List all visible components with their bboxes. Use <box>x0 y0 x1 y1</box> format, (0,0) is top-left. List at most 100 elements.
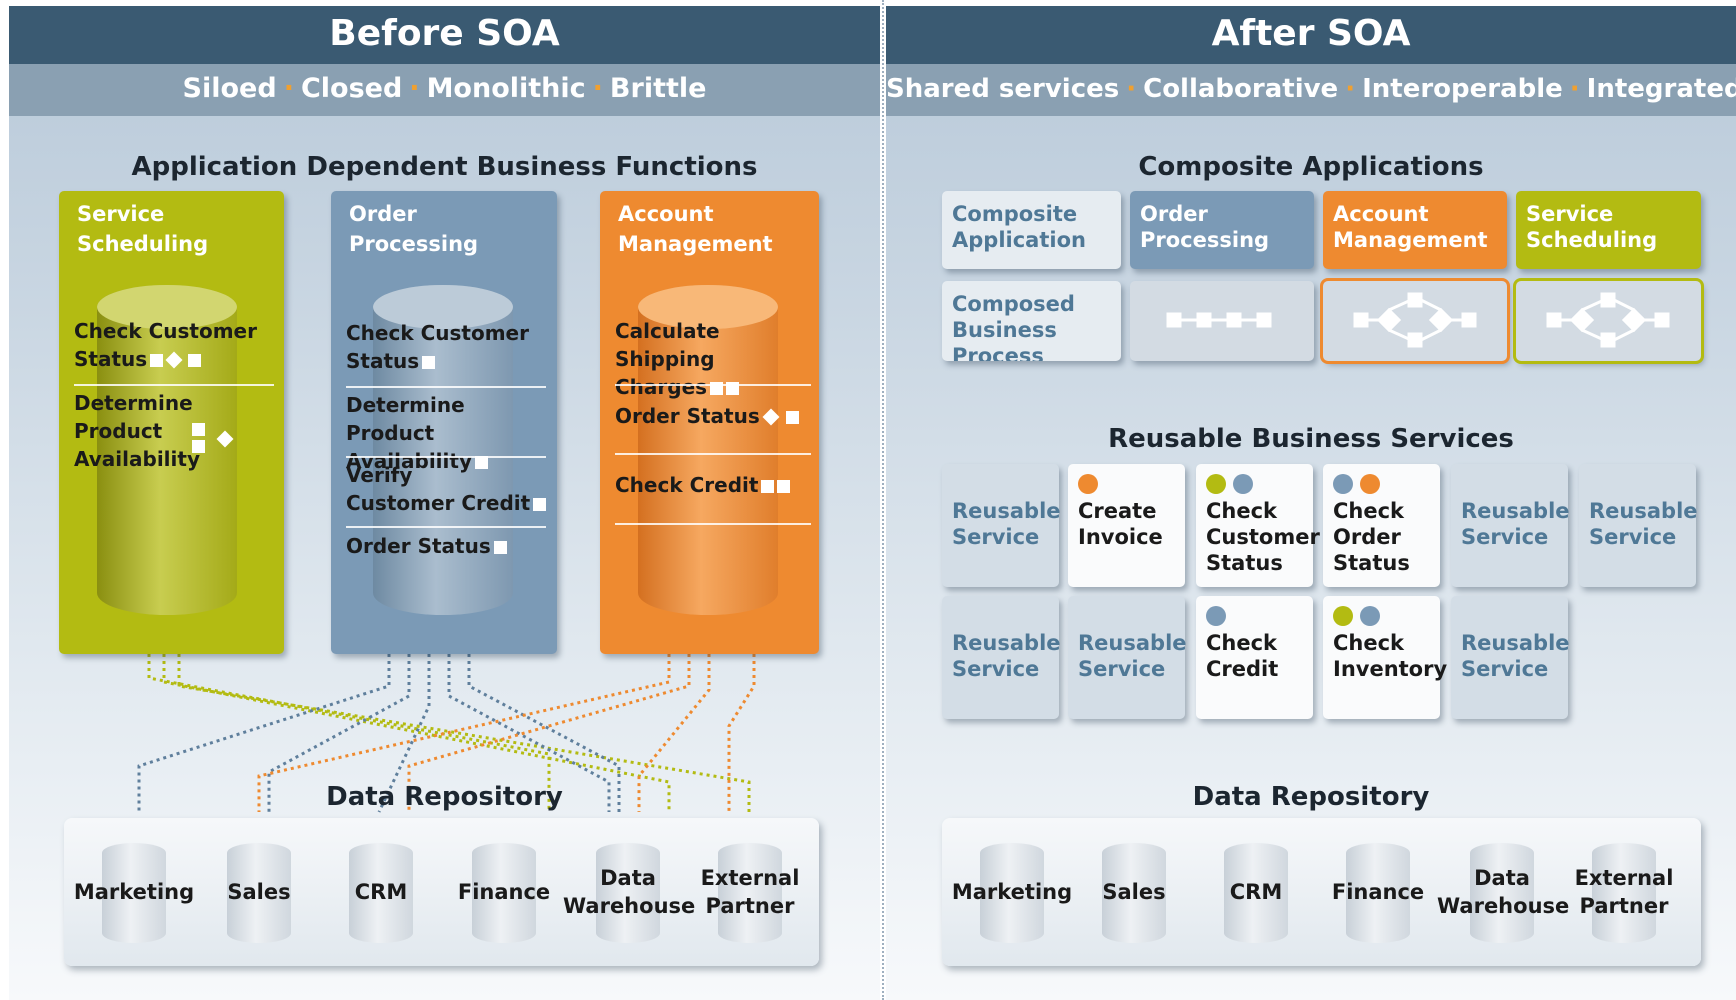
app-title: Account Management <box>618 202 773 256</box>
dependency-line <box>162 654 671 812</box>
repository-label: Marketing <box>951 880 1073 904</box>
orange-dot <box>1360 474 1380 494</box>
repository-cylinder <box>980 843 1044 943</box>
repository-cylinder <box>102 843 166 943</box>
before-soa-tagline: Siloed·Closed·Monolithic·Brittle <box>9 64 880 116</box>
app-title: Order Processing <box>349 202 479 256</box>
repository-label: External Partner <box>700 866 800 918</box>
service-tile: Reusable Service <box>942 596 1061 719</box>
blue-dot <box>1233 474 1253 494</box>
repository-cylinder <box>1592 843 1656 943</box>
blue-dot <box>1333 474 1353 494</box>
service-tile: Reusable Service <box>1068 596 1187 719</box>
process-flow-icon <box>1166 312 1272 328</box>
repository-cylinder <box>1224 843 1288 943</box>
repository-cylinder <box>227 843 291 943</box>
function-item: Check Credit <box>615 471 791 499</box>
repository-cylinder <box>1102 843 1166 943</box>
repository-label: Marketing <box>73 880 195 904</box>
function-item: Order Status <box>615 402 799 430</box>
app-order-processing: Order Processing Check Customer Status D… <box>331 191 557 654</box>
function-item: Determine Product Availability <box>346 391 557 475</box>
dependency-line <box>407 654 691 812</box>
database-cylinder <box>638 285 778 615</box>
panel-divider <box>882 0 884 1000</box>
dependency-line <box>137 654 391 812</box>
service-create-invoice: Create Invoice <box>1068 464 1185 587</box>
tagline-item: Brittle <box>609 73 707 104</box>
before-soa-title: Before SOA <box>9 6 880 64</box>
dependency-lines <box>137 654 756 813</box>
dependency-line <box>377 654 431 813</box>
service-tile: Reusable Service <box>942 464 1061 587</box>
service-tile: Reusable Service <box>1579 464 1698 587</box>
tagline-item: Closed <box>300 73 403 104</box>
function-markers <box>192 423 234 453</box>
composite-order-processing: Order Processing <box>1130 191 1314 269</box>
repository-label: Data Warehouse <box>1437 866 1570 918</box>
data-repository: Marketing Sales CRM Finance Data Warehou… <box>942 818 1701 966</box>
composite-applications-title: Composite Applications <box>1138 152 1484 182</box>
app-service-scheduling: Service Scheduling Check Customer Status… <box>59 191 284 654</box>
function-item: Check Customer Status <box>74 319 257 371</box>
function-item: Calculate Shipping Charges <box>615 317 819 401</box>
app-dependent-functions-title: Application Dependent Business Functions <box>131 152 758 182</box>
service-check-inventory: Check Inventory <box>1323 596 1447 719</box>
repository-cylinder <box>472 843 536 943</box>
reusable-services-title: Reusable Business Services <box>1108 424 1514 454</box>
tagline-item: Siloed <box>182 73 277 104</box>
repository-label: Finance <box>1331 880 1425 904</box>
app-account-management: Account Management Calculate Shipping Ch… <box>600 191 819 654</box>
process-flow-branched-orange <box>1323 281 1507 361</box>
green-dot <box>1206 474 1226 494</box>
data-repository: Marketing Sales CRM Finance Data Warehou… <box>64 818 819 966</box>
repository-cylinder <box>1346 843 1410 943</box>
function-item: Check Customer Status <box>346 321 529 373</box>
dependency-line <box>177 654 751 812</box>
database-cylinder <box>97 285 237 615</box>
service-tile: Reusable Service <box>1451 596 1570 719</box>
service-tile: Reusable Service <box>1451 464 1570 587</box>
composite-application-tile: Composite Application <box>942 191 1121 269</box>
tagline-item: Shared services <box>886 74 1120 104</box>
blue-dot <box>1206 606 1226 626</box>
after-soa-panel: After SOA Shared services·Collaborative·… <box>886 6 1736 1000</box>
tagline-item: Monolithic <box>426 73 586 104</box>
repository-label: CRM <box>1229 880 1283 904</box>
tagline-item: Interoperable <box>1362 74 1563 104</box>
service-check-order-status: Check Order Status <box>1323 464 1440 587</box>
after-soa-title: After SOA <box>886 6 1736 64</box>
blue-dot <box>1360 606 1380 626</box>
dependency-line <box>257 654 671 812</box>
repository-cylinder <box>349 843 413 943</box>
dependency-line <box>447 654 611 812</box>
before-soa-panel: Before SOA Siloed·Closed·Monolithic·Brit… <box>9 6 880 1000</box>
repository-label: CRM <box>354 880 408 904</box>
composite-account-management: Account Management <box>1323 191 1507 269</box>
dependency-line <box>637 654 711 812</box>
tagline-item: Collaborative <box>1143 74 1339 104</box>
repository-label: Sales <box>227 880 291 904</box>
function-item: Order Status <box>346 532 507 560</box>
repository-label: Finance <box>457 880 551 904</box>
process-flow-linear <box>1130 281 1314 361</box>
database-cylinder <box>373 285 513 615</box>
data-repository-title: Data Repository <box>326 782 563 812</box>
service-check-customer-status: Check Customer Status <box>1196 464 1320 587</box>
data-repository-title: Data Repository <box>1192 782 1430 812</box>
service-check-credit: Check Credit <box>1196 596 1313 719</box>
composed-business-process-tile: Composed Business Process <box>942 281 1121 361</box>
repository-label: Sales <box>1102 880 1166 904</box>
composite-service-scheduling: Service Scheduling <box>1516 191 1701 269</box>
dependency-line <box>727 654 756 812</box>
function-item: Determine Product Availability <box>74 391 200 471</box>
dependency-line <box>467 654 621 812</box>
repository-cylinder <box>1470 843 1534 943</box>
process-flow-icon <box>1546 292 1670 348</box>
repository-label: External Partner <box>1574 866 1674 918</box>
orange-dot <box>1078 474 1098 494</box>
function-item: Verify Customer Credit <box>346 461 547 517</box>
app-title: Service Scheduling <box>77 202 209 256</box>
repository-cylinder <box>596 843 660 943</box>
